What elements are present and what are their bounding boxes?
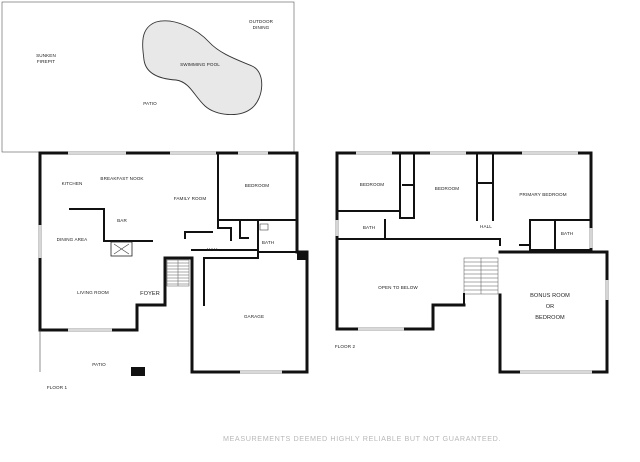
label-bedroom-f1: BEDROOM (245, 183, 270, 188)
label-bath-f1: BATH (262, 240, 274, 245)
label-floor-2: FLOOR 2 (335, 344, 356, 349)
label-patio-top: PATIO (143, 101, 157, 106)
label-line: OR (546, 304, 555, 310)
label-hall-f2: HALL (480, 224, 492, 229)
label-bonus-room: BONUS ROOM OR BEDROOM (530, 293, 570, 321)
floor-1-stairs (166, 259, 190, 287)
label-bath-f2-right: BATH (561, 231, 573, 236)
floor-2-plan (335, 151, 609, 374)
label-living-room: LIVING ROOM (77, 290, 109, 295)
patio-grill (131, 367, 145, 376)
label-floor-1: FLOOR 1 (47, 385, 68, 390)
label-patio-bottom: PATIO (92, 362, 106, 367)
label-foyer: FOYER (140, 291, 160, 297)
floor-1-plan (38, 151, 309, 376)
label-line: FIREPIT (37, 59, 55, 64)
label-hall-f1: HALL (207, 247, 219, 252)
disclaimer-text: MEASUREMENTS DEEMED HIGHLY RELIABLE BUT … (223, 434, 501, 443)
label-kitchen: KITCHEN (62, 181, 83, 186)
swimming-pool (142, 20, 263, 115)
garage-column (297, 252, 307, 260)
label-swimming-pool: SWIMMING POOL (180, 62, 220, 67)
label-line: OUTDOOR (249, 19, 274, 24)
label-primary-bedroom: PRIMARY BEDROOM (519, 192, 566, 197)
label-bedroom-f2-left: BEDROOM (360, 182, 385, 187)
label-dining-area: DINING AREA (57, 237, 89, 242)
label-bath-f2-left: BATH (363, 225, 375, 230)
label-garage: GARAGE (244, 314, 264, 319)
label-line: BONUS ROOM (530, 293, 570, 299)
label-bedroom-f2-mid: BEDROOM (435, 186, 460, 191)
label-family-room: FAMILY ROOM (174, 196, 207, 201)
label-line: BEDROOM (535, 315, 565, 321)
label-line: SUNKEN (36, 53, 56, 58)
label-breakfast-nook: BREAKFAST NOOK (100, 176, 144, 181)
floor-2-stairs (463, 257, 499, 295)
label-bar: BAR (117, 218, 127, 223)
label-open-to-below: OPEN TO BELOW (378, 285, 418, 290)
label-line: DINING (253, 25, 270, 30)
